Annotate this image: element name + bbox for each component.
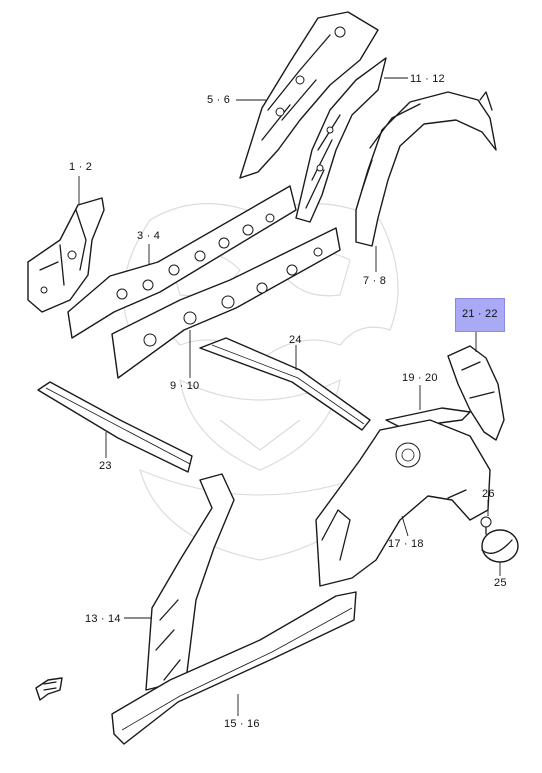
callout-1-2: 1 · 2 xyxy=(69,161,93,173)
front-arrow-icon xyxy=(35,677,63,701)
callout-11-12: 11 · 12 xyxy=(410,73,445,85)
part-17-18-quarter-panel xyxy=(315,419,491,587)
callout-9-10: 9 · 10 xyxy=(170,380,200,392)
part-23-pillar-trim xyxy=(37,381,193,473)
callout-15-16: 15 · 16 xyxy=(224,718,260,730)
callout-3-4: 3 · 4 xyxy=(137,230,161,242)
callout-7-8: 7 · 8 xyxy=(363,275,387,287)
callout-19-20: 19 · 20 xyxy=(402,372,438,384)
callout-23: 23 xyxy=(99,460,112,472)
callout-26: 26 xyxy=(482,488,495,500)
part-9-10-lower-panel xyxy=(111,227,341,379)
callout-25: 25 xyxy=(494,577,507,589)
part-21-22-filler-housing xyxy=(447,326,505,441)
part-13-14-b-pillar xyxy=(124,473,235,691)
part-15-16-outer-sill xyxy=(111,591,357,745)
callout-21-22[interactable]: 21 · 22 xyxy=(455,298,505,332)
part-25-filler-lid xyxy=(481,529,519,576)
part-26-clip xyxy=(480,500,492,535)
callout-17-18: 17 · 18 xyxy=(388,538,424,550)
part-5-6-pillar-upper xyxy=(236,11,379,179)
callout-13-14: 13 · 14 xyxy=(85,613,121,625)
part-11-12-pillar-reinforcement xyxy=(295,57,408,223)
callout-5-6: 5 · 6 xyxy=(207,94,231,106)
part-24-roof-rail xyxy=(199,337,371,431)
part-3-4-inner-rocker xyxy=(67,185,297,339)
part-7-8-wheel-house xyxy=(355,91,497,272)
part-1-2-front-bracket xyxy=(27,176,105,313)
callout-24: 24 xyxy=(289,334,302,346)
